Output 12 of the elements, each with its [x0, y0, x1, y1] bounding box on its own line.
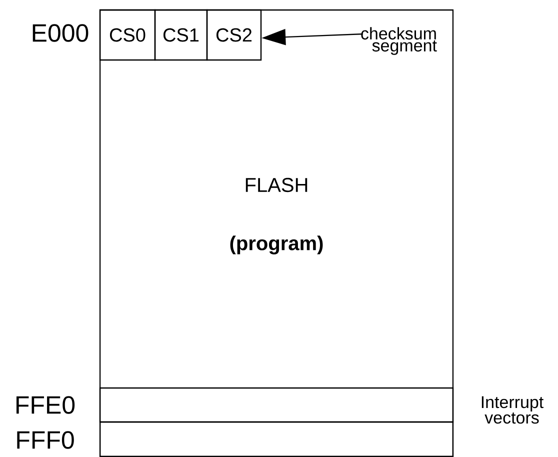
memory-band [99, 387, 454, 423]
address-label: E000 [32, 24, 88, 42]
segment-cell: CS2 [206, 9, 262, 61]
callout-text: checksum segment [361, 27, 437, 55]
region-label: Interrupt vectors [482, 396, 544, 424]
segment-cell: CS0 [99, 9, 156, 61]
block-label: FLASH [246, 178, 308, 192]
address-label: FFE0 [16, 396, 75, 414]
memory-band [99, 421, 454, 457]
segment-cell: CS1 [154, 9, 208, 61]
address-label: FFF0 [17, 431, 74, 449]
block-label: (program) [230, 236, 323, 254]
